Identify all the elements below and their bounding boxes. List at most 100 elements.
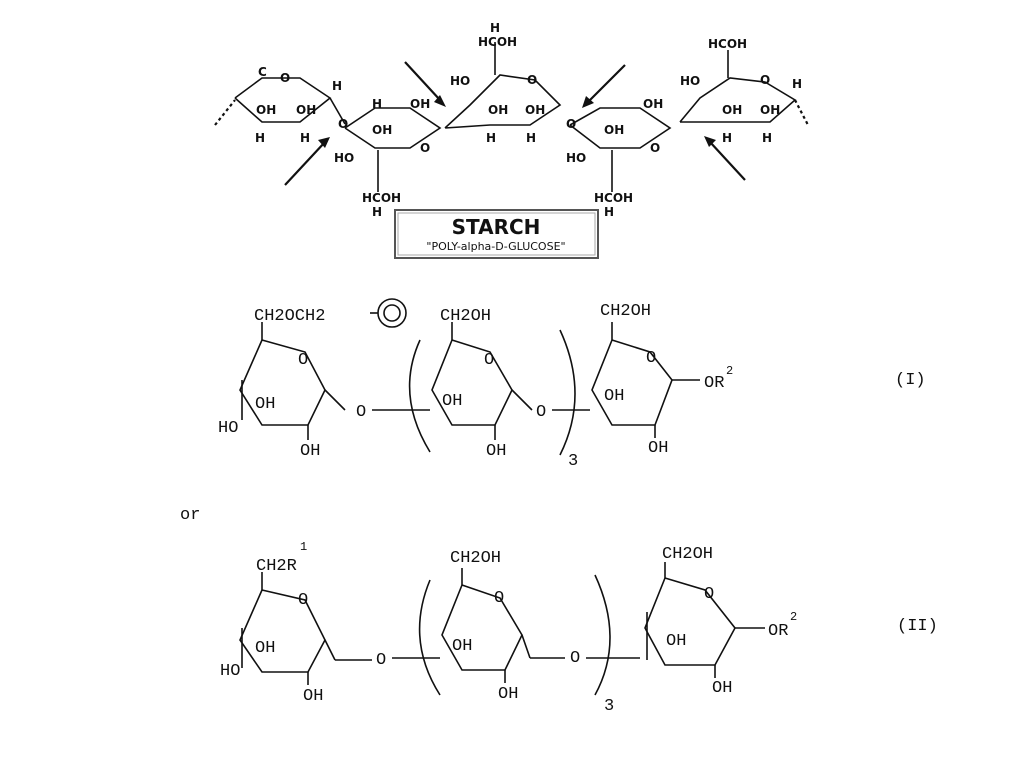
ring-oxygen: O bbox=[298, 351, 308, 370]
hydroxyl-label: OH bbox=[604, 387, 624, 406]
superscript: 1 bbox=[300, 540, 307, 554]
arrow-head-icon bbox=[582, 96, 594, 108]
glycosidic-oxygen: O bbox=[356, 403, 366, 422]
arrow-head-icon bbox=[434, 95, 446, 107]
starch-ring-3: H HCOH HO O OH OH H H bbox=[444, 21, 562, 145]
hydroxyl-label: OH bbox=[488, 103, 508, 117]
glycosidic-bond-arrows bbox=[284, 61, 746, 186]
benzene-ring-icon bbox=[377, 298, 407, 328]
starch-caption-box: STARCH "POLY-alpha-D-GLUCOSE" bbox=[394, 209, 599, 259]
glycosidic-oxygen: O bbox=[536, 403, 546, 422]
hydroxyl-label: OH bbox=[296, 103, 316, 117]
substituent-label: CH2R bbox=[256, 557, 297, 576]
arrow-head-icon bbox=[318, 137, 330, 148]
atom-h: H bbox=[255, 131, 265, 145]
hydroxyl-label: HO bbox=[680, 74, 700, 88]
superscript: 2 bbox=[726, 364, 733, 378]
formula-I-ring-2: CH2OH O OH OH bbox=[431, 307, 533, 461]
arrow-icon bbox=[587, 64, 626, 103]
or2-group: OR bbox=[704, 374, 724, 393]
starch-structure: C O H OH OH H H O HO H OH OH O HCOH H H … bbox=[214, 21, 809, 259]
arrow-icon bbox=[284, 141, 326, 186]
glycosidic-oxygen: O bbox=[376, 651, 386, 670]
atom-o: O bbox=[280, 71, 290, 85]
hydroxyl-label: OH bbox=[256, 103, 276, 117]
formula-II: CH2R 1 O OH HO OH O CH2OH O OH OH O 3 bbox=[220, 540, 938, 716]
atom-h: H bbox=[526, 131, 536, 145]
atom-h: H bbox=[332, 79, 342, 93]
hydroxyl-label: OH bbox=[452, 637, 472, 656]
starch-subtitle: "POLY-alpha-D-GLUCOSE" bbox=[426, 240, 565, 253]
formula-I-ring-1: CH2OCH2 O OH HO OH bbox=[218, 298, 407, 461]
atom-c: C bbox=[258, 65, 267, 79]
formula-label-I: (I) bbox=[895, 371, 926, 390]
or2-group: OR bbox=[768, 622, 788, 641]
atom-o: O bbox=[527, 73, 537, 87]
atom-h: H bbox=[792, 77, 802, 91]
hydroxyl-label: HO bbox=[218, 419, 238, 438]
benzene-inner-icon bbox=[383, 304, 401, 322]
hydroxyl-label: OH bbox=[525, 103, 545, 117]
ring-oxygen: O bbox=[298, 591, 308, 610]
formula-II-ring-3: CH2OH O OH OH OR 2 bbox=[644, 545, 797, 698]
atom-h: H bbox=[486, 131, 496, 145]
hydroxymethyl-label: CH2OH bbox=[600, 302, 651, 321]
hydroxyl-label: OH bbox=[760, 103, 780, 117]
left-parenthesis bbox=[418, 579, 441, 696]
hydroxyl-label: HO bbox=[450, 74, 470, 88]
hydroxyl-label: OH bbox=[643, 97, 663, 111]
hcoh-label: HCOH bbox=[362, 191, 401, 205]
hydroxyl-label: OH bbox=[410, 97, 430, 111]
starch-ring-4: O HO OH OH O HCOH H bbox=[566, 97, 672, 219]
hydroxyl-label: OH bbox=[300, 442, 320, 461]
formula-II-ring-1: CH2R 1 O OH HO OH bbox=[220, 540, 336, 706]
hydroxyl-label: OH bbox=[255, 639, 275, 658]
hydroxyl-label: OH bbox=[442, 392, 462, 411]
atom-h: H bbox=[604, 205, 614, 219]
hydroxyl-label: OH bbox=[666, 632, 686, 651]
hydroxymethyl-label: CH2OH bbox=[440, 307, 491, 326]
substituent-label: CH2OCH2 bbox=[254, 307, 325, 326]
atom-h: H bbox=[300, 131, 310, 145]
glycosidic-oxygen: O bbox=[570, 649, 580, 668]
formula-label-II: (II) bbox=[897, 617, 938, 636]
formula-I-ring-3: CH2OH O OH OH OR 2 bbox=[591, 302, 733, 458]
hcoh-label: HCOH bbox=[708, 37, 747, 51]
hydroxyl-label: HO bbox=[566, 151, 586, 165]
superscript: 2 bbox=[790, 610, 797, 624]
hydroxyl-label: OH bbox=[604, 123, 624, 137]
atom-o: O bbox=[420, 141, 430, 155]
atom-o: O bbox=[650, 141, 660, 155]
arrow-icon bbox=[709, 141, 746, 181]
ring-oxygen: O bbox=[494, 589, 504, 608]
atom-o: O bbox=[566, 117, 576, 131]
arrow-head-icon bbox=[704, 136, 716, 147]
hydroxymethyl-label: CH2OH bbox=[662, 545, 713, 564]
ring-oxygen: O bbox=[484, 351, 494, 370]
left-parenthesis bbox=[408, 339, 431, 453]
atom-h: H bbox=[372, 205, 382, 219]
hydroxyl-label: OH bbox=[722, 103, 742, 117]
repeat-count: 3 bbox=[568, 452, 578, 471]
hydroxyl-label: OH bbox=[255, 395, 275, 414]
hydroxyl-label: HO bbox=[220, 662, 240, 681]
right-parenthesis bbox=[594, 574, 611, 696]
hydroxyl-label: OH bbox=[648, 439, 668, 458]
arrow-icon bbox=[404, 61, 441, 101]
starch-ring-1: C O H OH OH H H bbox=[214, 65, 346, 145]
formula-II-ring-2: CH2OH O OH OH bbox=[441, 549, 531, 704]
ring-oxygen: O bbox=[704, 585, 714, 604]
starch-ring-5: HCOH HO O H OH OH H H bbox=[679, 37, 809, 145]
atom-h: H bbox=[372, 97, 382, 111]
atom-h: H bbox=[722, 131, 732, 145]
atom-h: H bbox=[762, 131, 772, 145]
hydroxyl-label: OH bbox=[486, 442, 506, 461]
hcoh-label: HCOH bbox=[594, 191, 633, 205]
ring-oxygen: O bbox=[646, 349, 656, 368]
starch-title: STARCH bbox=[452, 215, 541, 239]
hcoh-label: HCOH bbox=[478, 35, 517, 49]
hydroxyl-label: OH bbox=[372, 123, 392, 137]
connector-or: or bbox=[180, 506, 200, 525]
hydroxyl-label: OH bbox=[303, 687, 323, 706]
